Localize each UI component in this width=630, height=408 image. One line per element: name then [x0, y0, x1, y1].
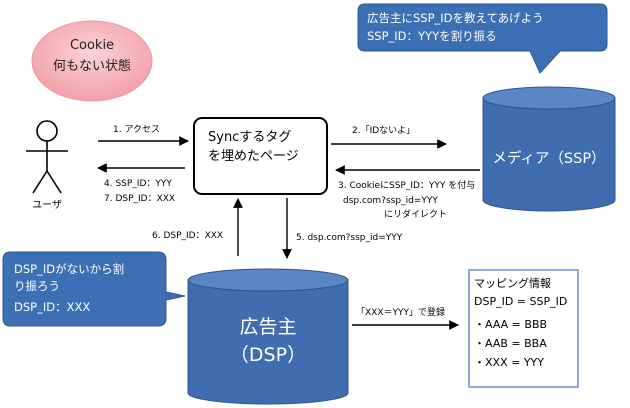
register-label: 「XXX＝YYY」で登録: [356, 306, 445, 318]
callout-media: 広告主にSSP_IDを教えてあげよう SSP_ID：YYYを割り振る: [357, 3, 608, 74]
cookie-bubble: Cookie 何もない状態: [31, 20, 153, 102]
mapping-box: マッピング情報 DSP_ID = SSP_ID ・AAA = BBB ・AAB …: [468, 269, 579, 388]
media-label: メディア（SSP）: [492, 149, 605, 167]
user-label: ユーザ: [32, 199, 62, 211]
mapping-header: DSP_ID = SSP_ID: [474, 295, 567, 308]
step-2-label: 2.「IDないよ」: [352, 125, 415, 136]
step-7-label: 7. DSP_ID：XXX: [104, 194, 175, 204]
advertiser-cylinder: 広告主 （DSP）: [187, 268, 349, 405]
callout-dsp-line3: DSP_ID：XXX: [14, 300, 90, 314]
step-3-label-b: dsp.com?ssp_id=YYY: [343, 196, 438, 206]
step-3-label-a: 3. CookieにSSP_ID：YYY を付与: [338, 180, 475, 191]
cookie-bubble-title: Cookie: [70, 38, 114, 53]
cookie-bubble-state: 何もない状態: [53, 58, 131, 74]
mapping-title: マッピング情報: [474, 276, 551, 290]
user-figure: [26, 120, 68, 194]
callout-media-line2: SSP_ID：YYYを割り振る: [367, 29, 497, 43]
step-1-label: 1. アクセス: [113, 124, 160, 135]
advertiser-label-line2: （DSP）: [230, 344, 306, 366]
callout-dsp-line2: り振ろう: [14, 279, 60, 293]
callout-media-line1: 広告主にSSP_IDを教えてあげよう: [367, 11, 544, 25]
mapping-row: ・AAA = BBB: [474, 318, 547, 331]
step-5-label: 5. dsp.com?ssp_id=YYY: [296, 233, 403, 243]
step-6-label: 6. DSP_ID：XXX: [152, 231, 223, 241]
callout-dsp: DSP_IDがないから割 り振ろう DSP_ID：XXX: [2, 251, 186, 327]
sync-page-line1: Syncするタグ: [208, 130, 291, 145]
callout-dsp-line1: DSP_IDがないから割: [14, 262, 124, 276]
sync-page-line2: を埋めたページ: [208, 149, 299, 164]
step-3-label-c: にリダイレクト: [384, 208, 447, 220]
mapping-row: ・AAB = BBA: [474, 337, 547, 350]
sync-page-box: Syncするタグ を埋めたページ: [193, 117, 328, 195]
media-cylinder: メディア（SSP）: [482, 86, 616, 212]
mapping-row: ・XXX = YYY: [474, 356, 544, 369]
step-4-label: 4. SSP_ID：YYY: [104, 179, 172, 189]
advertiser-label-line1: 広告主: [239, 316, 296, 338]
